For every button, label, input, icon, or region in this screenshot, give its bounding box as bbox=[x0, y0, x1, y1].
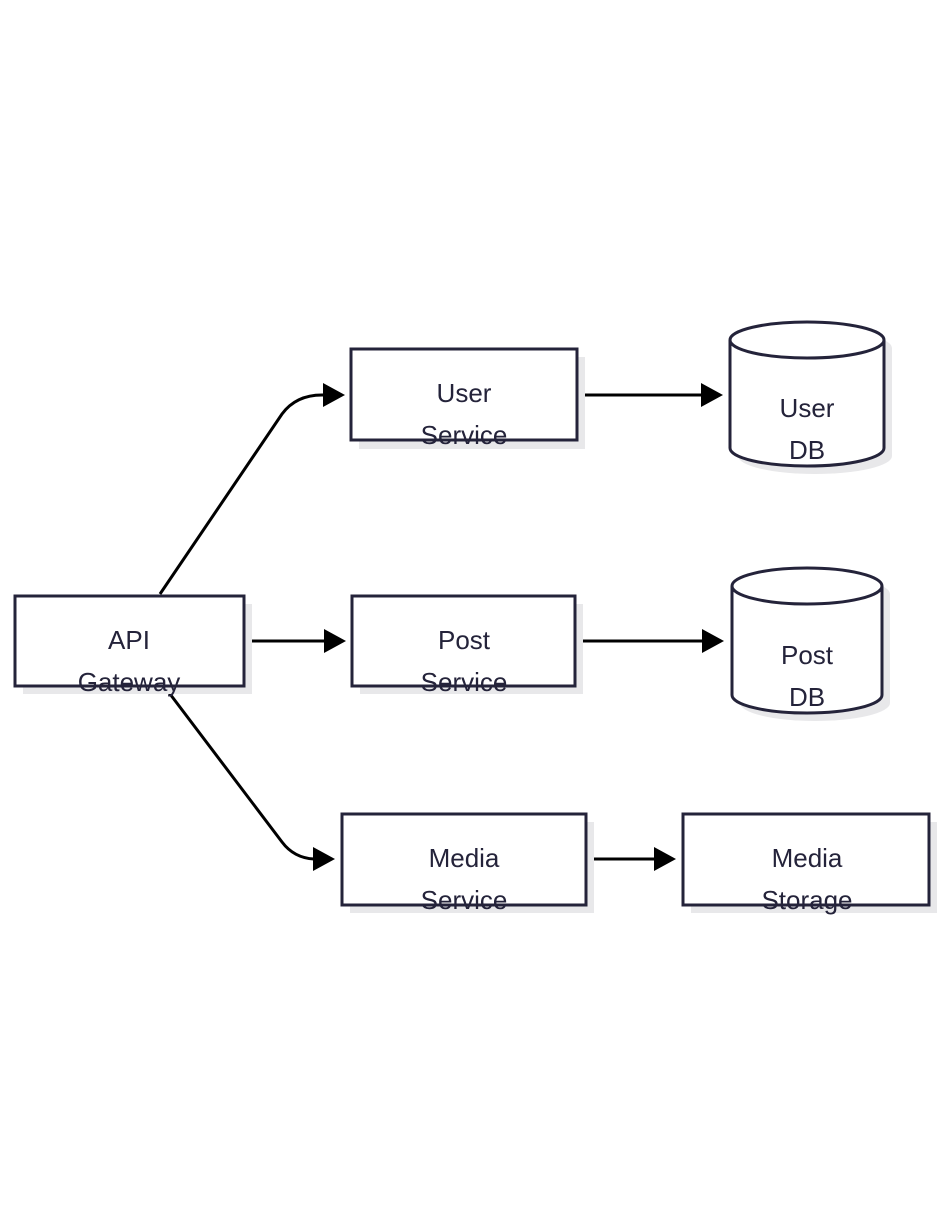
node-media-service[interactable]: Media Service bbox=[340, 812, 594, 915]
edges bbox=[158, 383, 724, 871]
node-label: DB bbox=[789, 435, 825, 465]
node-label: Service bbox=[421, 420, 508, 450]
node-label: Gateway bbox=[78, 667, 181, 697]
edge-user-service-to-user-db bbox=[577, 383, 723, 407]
node-user-service[interactable]: User Service bbox=[349, 347, 585, 450]
node-label: User bbox=[437, 378, 492, 408]
arrowhead bbox=[313, 847, 335, 871]
arrowhead bbox=[701, 383, 723, 407]
node-label: Media bbox=[429, 843, 500, 873]
edge-media-service-to-media-storage bbox=[586, 847, 676, 871]
node-post-service[interactable]: Post Service bbox=[350, 594, 583, 697]
node-label: Media bbox=[772, 843, 843, 873]
edge-api-gateway-to-post-service bbox=[244, 629, 346, 653]
node-label: Post bbox=[781, 640, 834, 670]
node-api-gateway[interactable]: API Gateway bbox=[13, 594, 252, 697]
node-user-db[interactable]: User DB bbox=[728, 320, 892, 474]
edge-api-gateway-to-user-service bbox=[158, 383, 345, 595]
node-label: Storage bbox=[761, 885, 852, 915]
node-media-storage[interactable]: Media Storage bbox=[681, 812, 937, 915]
node-label: DB bbox=[789, 682, 825, 712]
edge-post-service-to-post-db bbox=[575, 629, 724, 653]
arrowhead bbox=[654, 847, 676, 871]
edge-api-gateway-to-media-service bbox=[165, 689, 335, 871]
node-post-db[interactable]: Post DB bbox=[730, 566, 890, 721]
node-label: Service bbox=[421, 885, 508, 915]
arrowhead bbox=[324, 629, 346, 653]
arrowhead bbox=[702, 629, 724, 653]
arrowhead bbox=[323, 383, 345, 407]
node-label: Post bbox=[438, 625, 491, 655]
node-label: User bbox=[780, 393, 835, 423]
node-label: Service bbox=[421, 667, 508, 697]
node-label: API bbox=[108, 625, 150, 655]
